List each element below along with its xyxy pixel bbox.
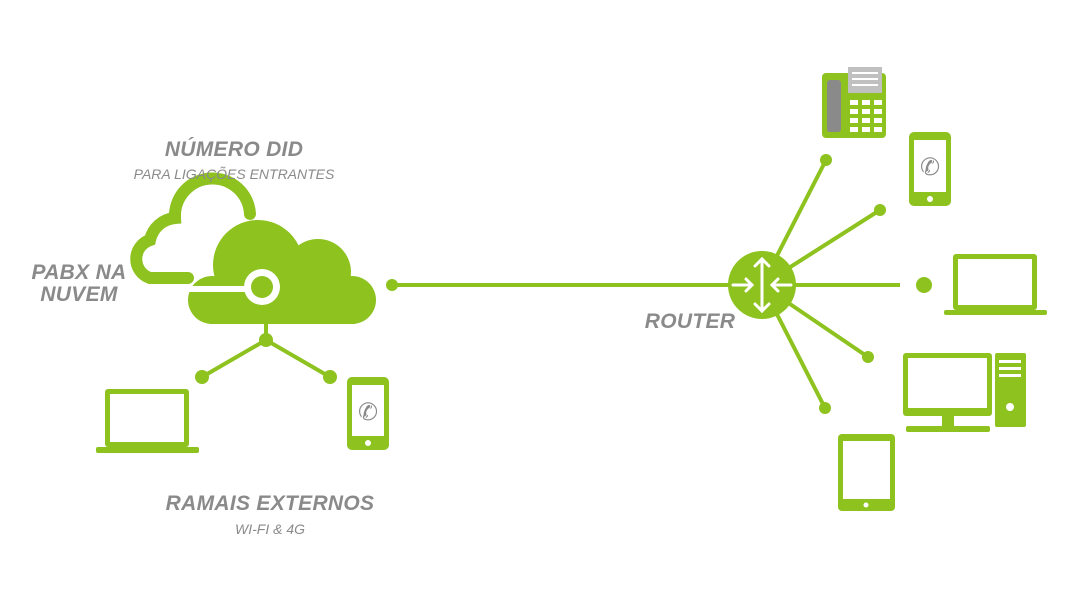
dot-desktop bbox=[862, 351, 874, 363]
pabx-label-line2: NUVEM bbox=[40, 283, 118, 306]
dot-laptop bbox=[916, 277, 932, 293]
router-label: ROUTER bbox=[644, 310, 736, 333]
tablet-icon bbox=[838, 434, 895, 511]
dot-hub bbox=[259, 333, 273, 347]
svg-text:✆: ✆ bbox=[920, 153, 940, 181]
external-extensions-subtitle: WI-FI & 4G bbox=[235, 521, 305, 537]
desk-phone-icon bbox=[822, 67, 886, 138]
pabx-label-line1: PABX NA bbox=[31, 261, 127, 284]
pabx-label: PABX NA NUVEM bbox=[24, 262, 134, 306]
smartphone-icon: ✆ bbox=[909, 132, 951, 206]
dot-ext-phone bbox=[323, 370, 337, 384]
dot-cloud-out bbox=[386, 279, 398, 291]
router-icon bbox=[728, 251, 796, 319]
desktop-computer-icon bbox=[903, 353, 1026, 432]
link-cloud-laptop bbox=[200, 338, 268, 379]
cloud-icon bbox=[130, 172, 376, 324]
svg-text:✆: ✆ bbox=[358, 398, 378, 426]
laptop-icon bbox=[96, 389, 199, 453]
endpoint-dots bbox=[195, 154, 932, 414]
did-title: NÚMERO DID bbox=[164, 138, 304, 161]
smartphone-icon: ✆ bbox=[347, 377, 389, 450]
dot-smartphone bbox=[874, 204, 886, 216]
dot-tablet bbox=[819, 402, 831, 414]
laptop-icon bbox=[944, 254, 1047, 315]
did-subtitle: PARA LIGAÇÕES ENTRANTES bbox=[133, 166, 335, 182]
dot-desk-phone bbox=[820, 154, 832, 166]
dot-ext-laptop bbox=[195, 370, 209, 384]
link-cloud-phone bbox=[264, 338, 332, 379]
external-extensions-title: RAMAIS EXTERNOS bbox=[165, 492, 375, 515]
